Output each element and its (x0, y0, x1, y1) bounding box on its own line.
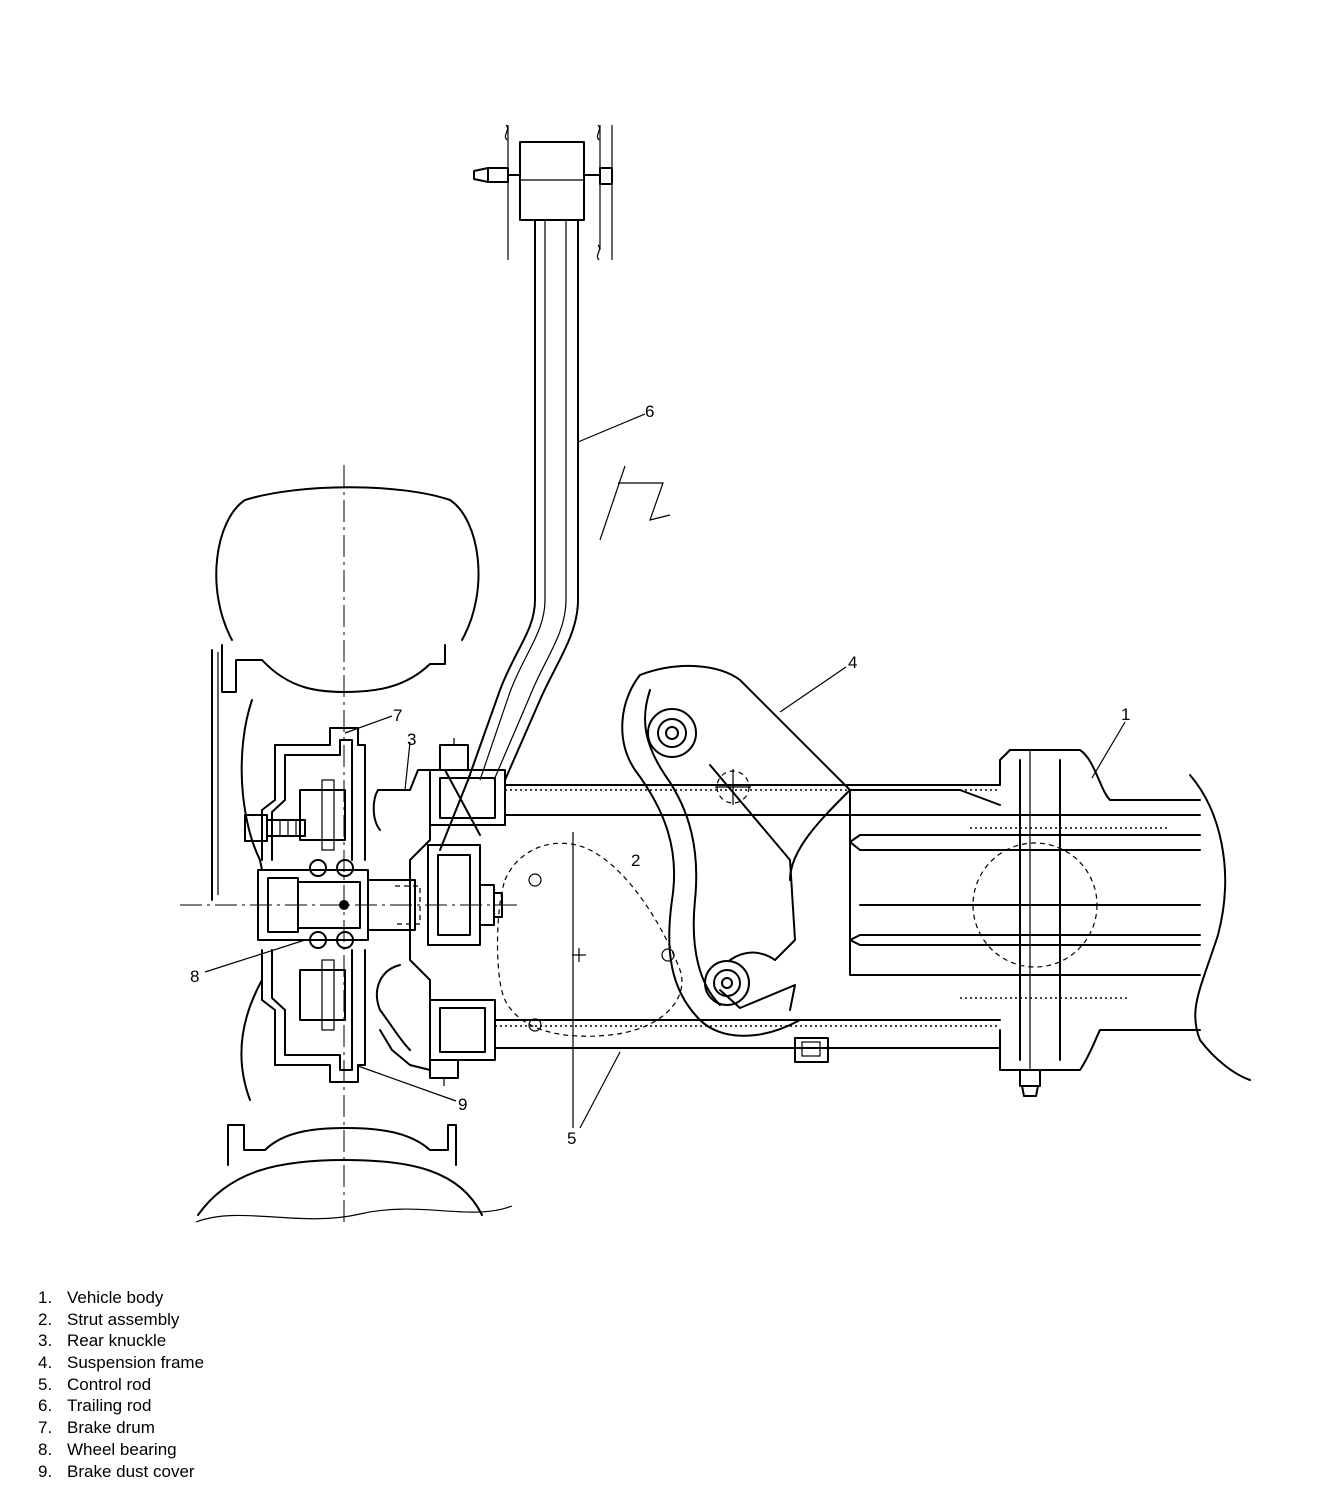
legend-item: 3. Rear knuckle (38, 1330, 204, 1352)
callout-4: 4 (848, 653, 857, 672)
suspension-diagram: 1 2 3 4 5 6 7 8 9 (180, 124, 1251, 1223)
legend-item: 4. Suspension frame (38, 1352, 204, 1374)
callout-7: 7 (393, 706, 402, 725)
lower-rod-bushing (429, 999, 496, 1086)
callout-3: 3 (407, 730, 416, 749)
callout-2: 2 (631, 851, 640, 870)
legend-number: 2. (38, 1309, 53, 1329)
trailing-rod (467, 124, 613, 781)
legend-label: Suspension frame (67, 1353, 205, 1373)
legend-label: Vehicle body (67, 1288, 164, 1307)
legend-label: Brake drum (67, 1418, 155, 1438)
legend-label: Rear knuckle (67, 1331, 167, 1351)
callout-5: 5 (567, 1129, 576, 1148)
legend-label: Wheel bearing (67, 1439, 177, 1459)
control-rod-lower (494, 1019, 1001, 1049)
legend-number: 6. (38, 1396, 53, 1416)
legend-item: 2. Strut assembly (38, 1309, 204, 1331)
legend-number: 1. (38, 1288, 53, 1307)
strut-assembly (496, 842, 683, 1037)
callout-leaders (204, 413, 1126, 1129)
hub-bearing (257, 859, 421, 949)
legend-number: 5. (38, 1374, 53, 1394)
legend-label: Brake dust cover (67, 1461, 195, 1481)
wheel-rim (211, 644, 457, 1166)
callout-8: 8 (190, 967, 199, 986)
vehicle-body (960, 749, 1251, 1097)
wheel-bolt (244, 814, 306, 842)
tire-bottom (195, 1159, 513, 1223)
tire-top (215, 486, 480, 641)
parts-legend: 1. Vehicle body 2. Strut assembly 3. Rear k… (38, 1287, 204, 1482)
rear-knuckle (372, 769, 503, 1071)
callout-9: 9 (458, 1095, 467, 1114)
legend-number: 4. (38, 1353, 53, 1373)
legend-label: Strut assembly (67, 1309, 180, 1329)
legend-label: Trailing rod (67, 1396, 152, 1416)
legend-number: 9. (38, 1461, 53, 1481)
legend-number: 7. (38, 1418, 53, 1438)
legend-item: 6. Trailing rod (38, 1395, 204, 1417)
legend-number: 8. (38, 1439, 53, 1459)
legend-item: 1. Vehicle body (38, 1287, 204, 1309)
legend-item: 5. Control rod (38, 1374, 204, 1396)
upper-rod-bushing (429, 738, 506, 851)
legend-item: 8. Wheel bearing (38, 1439, 204, 1461)
callout-1: 1 (1121, 705, 1130, 724)
suspension-frame (621, 665, 1001, 1063)
callout-6: 6 (645, 402, 654, 421)
legend-item: 7. Brake drum (38, 1417, 204, 1439)
legend-label: Control rod (67, 1374, 152, 1394)
legend-number: 3. (38, 1331, 53, 1351)
legend-item: 9. Brake dust cover (38, 1461, 204, 1483)
